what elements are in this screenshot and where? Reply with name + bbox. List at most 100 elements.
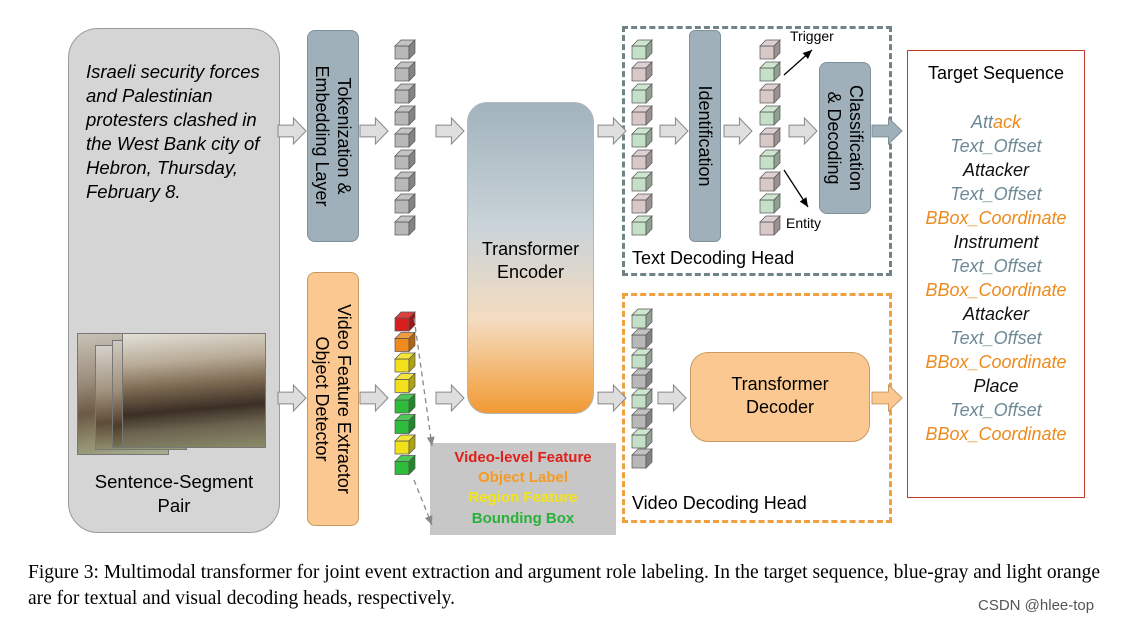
arrow-10 [723,116,753,146]
text-hidden-cube [631,215,653,236]
target-item: BBox_Coordinate [925,352,1067,372]
video-feature-extractor-box: Video Feature Extractor Object Detector [307,272,359,526]
legend-region-feature: Region Feature [468,489,578,506]
arrow-11 [788,116,818,146]
embedding-token-cube [394,171,416,192]
target-item: Text_Offset [950,328,1042,348]
embedding-token-cube [394,193,416,214]
video-feature-cube [394,372,416,394]
pair-label: Sentence-Segment Pair [94,471,254,516]
video-feature-cube [394,352,416,373]
video-hidden-cube [631,388,653,409]
target-item: Attack [970,112,1022,132]
transformer-encoder-box [467,102,594,414]
video-frame-4 [122,333,266,448]
video-hidden-cube [631,408,653,429]
video-feature-cube [394,393,416,414]
embedding-token-cube [394,127,416,148]
video-hidden-cube [631,328,653,349]
embedding-token-cube [394,149,416,170]
video-feature-cube [394,454,416,476]
target-item: Instrument [953,232,1039,252]
target-item: Text_Offset [950,400,1042,420]
target-item: Text_Offset [950,136,1042,156]
text-hidden-cube [631,83,653,104]
transformer-decoder-label: Transformer Decoder [731,374,829,417]
legend-video-level-feature: Video-level Feature [454,449,592,466]
transformer-decoder-box [690,352,870,442]
input-sentence: Israeli security forces and Palestinian … [86,61,260,202]
target-item: Attacker [962,304,1030,324]
embedding-token-cube [394,105,416,126]
token-stacks [394,39,781,476]
text-hidden-cube [631,193,653,214]
arrow-12 [657,383,687,413]
video-hidden-cube [631,448,653,469]
arrow-8 [597,383,627,413]
target-item: Text_Offset [950,184,1042,204]
embedding-token-cube [394,83,416,104]
identified-token-cube [759,171,781,192]
identified-token-cube [759,215,781,236]
video-hidden-cube [631,308,653,329]
identified-token-cube [759,83,781,104]
identified-token-cube [759,193,781,214]
feature-legend-box [430,443,616,535]
text-hidden-cube [631,39,653,60]
text-hidden-cube [631,171,653,192]
text-hidden-cube [631,105,653,126]
legend-guide-bottom-head [424,515,433,525]
video-feature-cube [394,434,416,455]
video-hidden-cube [631,368,653,389]
arrow-7 [597,116,627,146]
trigger-label: Trigger [790,28,834,44]
legend-guide-top-head [426,436,435,446]
text-decoding-head-label: Text Decoding Head [632,248,795,268]
identified-token-cube [759,61,781,82]
arrow-6 [435,383,465,413]
video-decoding-head-label: Video Decoding Head [632,493,807,513]
target-item: Text_Offset [950,256,1042,276]
legend-guide-top [413,317,433,447]
decoder-output-arrow [871,383,903,413]
transformer-encoder-label: Transformer Encoder [481,239,580,282]
video-feature-cube [394,413,416,435]
flow-arrows [277,49,903,526]
target-item: BBox_Coordinate [925,424,1067,444]
identified-token-cube [759,149,781,170]
video-feature-cube [394,311,416,332]
target-item: BBox_Coordinate [925,280,1067,300]
arrow-1 [277,116,307,146]
classification-decoding-box: Classification & Decoding [819,62,871,214]
figure-caption: Figure 3: Multimodal transformer for joi… [28,562,1100,609]
entity-pointer-head [799,197,808,207]
trigger-pointer-head [802,50,812,59]
watermark: CSDN @hlee-top [978,597,1095,614]
video-hidden-cube [631,348,653,369]
target-sequence-box [907,50,1085,498]
arrow-5 [359,383,389,413]
video-feature-cube [394,331,416,353]
legend-bounding-box: Bounding Box [471,510,575,527]
embedding-token-cube [394,215,416,236]
text-decoding-head-frame [622,26,892,276]
arrow-9 [659,116,689,146]
target-sequence-title: Target Sequence [927,63,1065,83]
text-hidden-cube [631,61,653,82]
text-hidden-cube [631,149,653,170]
identification-box: Identification [689,30,721,242]
target-item: BBox_Coordinate [925,208,1067,228]
arrow-2 [359,116,389,146]
target-item: Place [973,376,1019,396]
legend-object-label: Object Label [477,469,569,486]
embedding-token-cube [394,39,416,60]
identified-token-cube [759,105,781,126]
arrow-3 [435,116,465,146]
embedding-token-cube [394,61,416,82]
classification-output-arrow [871,116,903,146]
text-hidden-cube [631,127,653,148]
identified-token-cube [759,127,781,148]
target-item: Attacker [962,160,1030,180]
